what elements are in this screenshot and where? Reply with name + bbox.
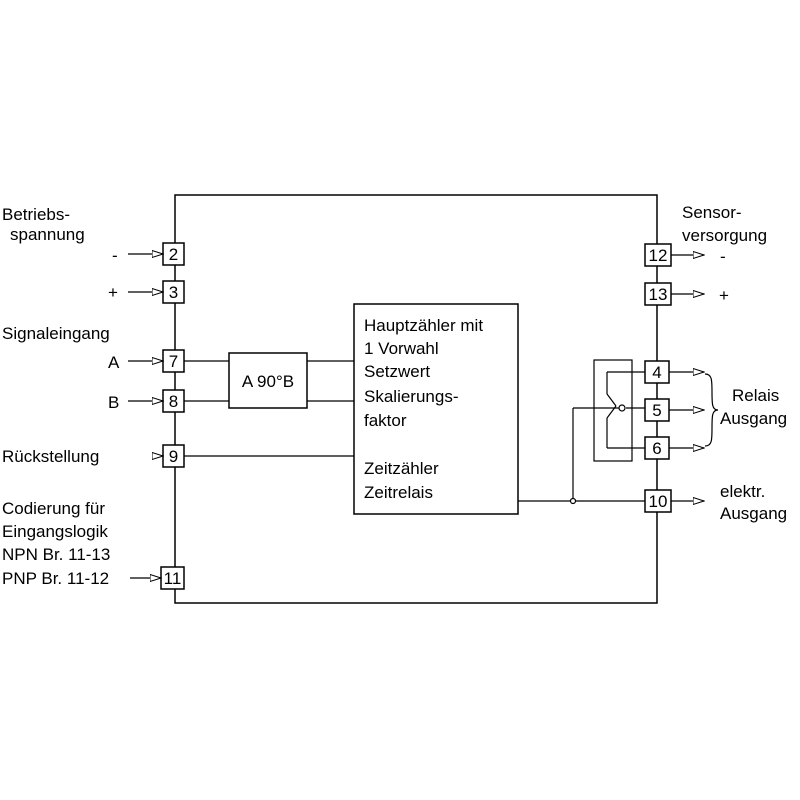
terminal-5: 5 <box>644 398 704 422</box>
internal-wiring <box>184 360 645 502</box>
supply-label-1: Betriebs- <box>2 205 70 224</box>
counter-line-4: Skalierungs- <box>364 387 459 406</box>
relay-contact <box>593 359 645 462</box>
counter-line-5: faktor <box>364 411 407 430</box>
junction-dot <box>569 497 577 505</box>
phase-block <box>228 352 308 409</box>
relay-label-2: Ausgang <box>720 409 787 428</box>
terminal-12-label: 12 <box>649 246 668 265</box>
terminal-2: 2 <box>128 242 185 266</box>
terminal-5-label: 5 <box>652 401 661 420</box>
counter-line-1: Hauptzähler mit <box>364 316 483 335</box>
terminal-4: 4 <box>644 360 704 384</box>
terminal-8: 8 <box>128 389 185 413</box>
terminal-9-label: 9 <box>169 447 178 466</box>
terminal-7: 7 <box>128 349 185 373</box>
terminal-4-label: 4 <box>652 363 661 382</box>
terminal-6: 6 <box>644 436 704 460</box>
elec-label-2: Ausgang <box>720 504 787 523</box>
input-b-label: B <box>108 393 119 412</box>
terminal-11-label: 11 <box>164 569 182 588</box>
counter-line-2: 1 Vorwahl <box>364 339 439 358</box>
terminal-6-label: 6 <box>652 439 661 458</box>
coding-label-2: Eingangslogik <box>2 522 108 541</box>
signal-input-label: Signaleingang <box>2 324 110 343</box>
terminal-3: 3 <box>128 280 185 304</box>
elec-label-1: elektr. <box>720 482 765 501</box>
terminal-11: 11 <box>130 566 185 590</box>
terminal-7-label: 7 <box>169 352 178 371</box>
relay-label-1: Relais <box>732 386 779 405</box>
reset-label: Rückstellung <box>2 447 99 466</box>
terminal-13-label: 13 <box>649 285 668 304</box>
sensor-label-2: versorgung <box>682 226 767 245</box>
relay-brace <box>704 373 719 447</box>
terminal-2-label: 2 <box>169 245 178 264</box>
terminal-3-label: 3 <box>169 283 178 302</box>
counter-line-3: Setzwert <box>364 362 430 381</box>
coding-label-4: PNP Br. 11-12 <box>2 569 109 588</box>
supply-plus-label: + <box>108 283 118 302</box>
supply-minus-label: - <box>112 246 118 265</box>
coding-label-1: Codierung für <box>2 499 105 518</box>
counter-line-7: Zeitrelais <box>364 483 433 502</box>
counter-block <box>353 303 519 515</box>
phase-block-label: A 90°B <box>242 372 294 391</box>
terminal-9: 9 <box>152 444 185 468</box>
sensor-minus-label: - <box>720 247 726 266</box>
terminal-10: 10 <box>644 489 704 513</box>
terminal-12: 12 <box>644 243 704 267</box>
terminal-10-label: 10 <box>649 492 668 511</box>
supply-label-2: spannung <box>10 225 85 244</box>
input-a-label: A <box>108 353 120 372</box>
terminal-8-label: 8 <box>169 392 178 411</box>
coding-label-3: NPN Br. 11-13 <box>2 545 110 564</box>
terminal-13: 13 <box>644 282 704 306</box>
sensor-plus-label: + <box>719 286 729 305</box>
sensor-label-1: Sensor- <box>682 203 742 222</box>
counter-line-6: Zeitzähler <box>364 459 439 478</box>
